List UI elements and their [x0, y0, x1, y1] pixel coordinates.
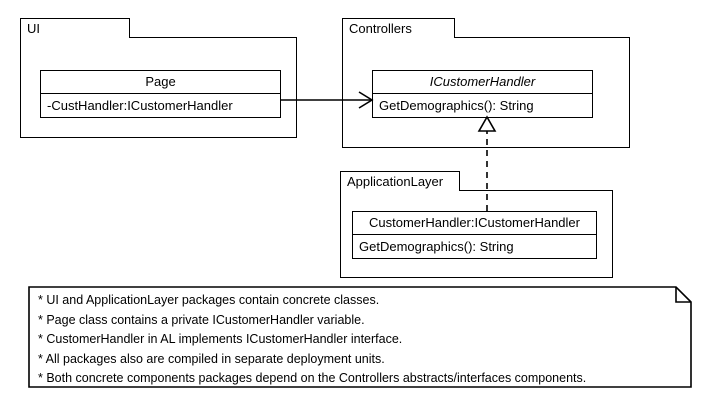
- package-controllers-tab-label: Controllers: [342, 18, 455, 38]
- note-line: * All packages also are compiled in sepa…: [38, 351, 385, 366]
- class-page[interactable]: Page -CustHandler:ICustomerHandler: [40, 70, 281, 118]
- note-line: * Both concrete components packages depe…: [38, 371, 587, 385]
- diagram-note[interactable]: * UI and ApplicationLayer packages conta…: [28, 286, 692, 388]
- note-shape: [28, 286, 692, 388]
- class-page-attribute: -CustHandler:ICustomerHandler: [47, 98, 233, 113]
- note-text-block: * UI and ApplicationLayer packages conta…: [38, 291, 684, 389]
- note-line: * UI and ApplicationLayer packages conta…: [38, 293, 380, 307]
- class-customerhandler[interactable]: CustomerHandler:ICustomerHandler GetDemo…: [352, 211, 597, 259]
- note-line: * CustomerHandler in AL implements ICust…: [38, 332, 403, 346]
- class-icustomerhandler[interactable]: ICustomerHandler GetDemographics(): Stri…: [372, 70, 593, 118]
- package-ui-tab-label: UI: [20, 18, 130, 38]
- class-customerhandler-name: CustomerHandler:ICustomerHandler: [353, 212, 596, 235]
- package-applicationlayer-tab-label: ApplicationLayer: [340, 171, 460, 191]
- class-customerhandler-operation: GetDemographics(): String: [359, 239, 514, 254]
- class-page-name: Page: [41, 71, 280, 94]
- class-icustomerhandler-name: ICustomerHandler: [373, 71, 592, 94]
- class-icustomerhandler-operation: GetDemographics(): String: [379, 98, 534, 113]
- note-line: * Page class contains a private ICustome…: [38, 312, 365, 327]
